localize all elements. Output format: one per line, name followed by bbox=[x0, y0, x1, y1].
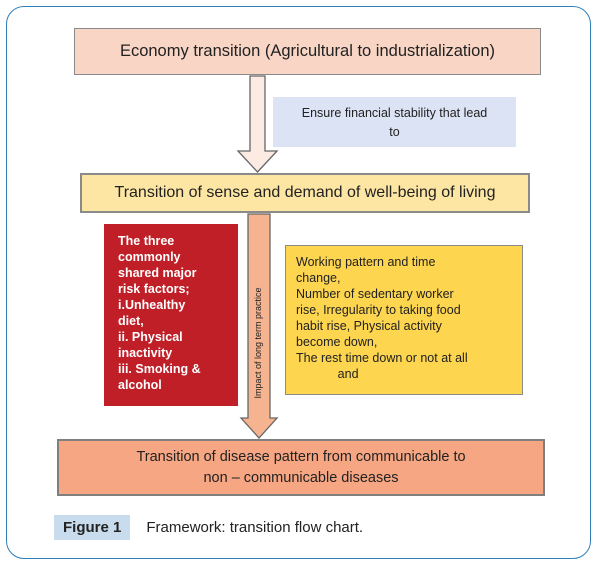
working-line: The rest time down or not at all bbox=[296, 351, 468, 365]
arrow-label-text: Impact of long term practice bbox=[253, 287, 263, 399]
note-line: Ensure financial stability that lead bbox=[301, 106, 488, 120]
wellbeing-transition-text: Transition of sense and demand of well-b… bbox=[114, 184, 496, 201]
risk-line: The three bbox=[118, 234, 175, 248]
economy-transition-text: Economy transition (Agricultural to indu… bbox=[119, 42, 496, 60]
risk-line: alcohol bbox=[118, 378, 162, 392]
risk-line: shared major bbox=[118, 266, 197, 280]
economy-transition-box: Economy transition (Agricultural to indu… bbox=[74, 28, 541, 75]
risk-factors-box: The three commonly shared major risk fac… bbox=[104, 224, 238, 406]
financial-stability-note: Ensure financial stability that lead to bbox=[273, 97, 516, 147]
working-line: Number of sedentary worker bbox=[296, 287, 454, 301]
risk-line: commonly bbox=[118, 250, 181, 264]
figure-frame bbox=[6, 6, 591, 559]
risk-line: iii. Smoking & bbox=[118, 362, 201, 376]
working-line: rise, Irregularity to taking food bbox=[296, 303, 461, 317]
working-pattern-box: Working pattern and time change, Number … bbox=[285, 245, 523, 395]
risk-line: diet, bbox=[118, 314, 144, 328]
note-line: to bbox=[389, 125, 400, 139]
working-line: Working pattern and time bbox=[296, 255, 436, 269]
figure-caption-text: Framework: transition flow chart. bbox=[146, 518, 364, 536]
arrow-economy-to-wellbeing bbox=[236, 75, 279, 173]
disease-line: Transition of disease pattern from commu… bbox=[136, 448, 466, 465]
working-line: habit rise, Physical activity bbox=[296, 319, 442, 333]
risk-line: ii. Physical bbox=[118, 330, 183, 344]
working-line: become down, bbox=[296, 335, 378, 349]
figure-caption: Figure 1 Framework: transition flow char… bbox=[54, 512, 363, 542]
risk-line: i.Unhealthy bbox=[118, 298, 186, 312]
risk-line: inactivity bbox=[118, 346, 173, 360]
risk-line: risk factors; bbox=[118, 282, 190, 296]
wellbeing-transition-box: Transition of sense and demand of well-b… bbox=[80, 173, 530, 213]
working-line: change, bbox=[296, 271, 341, 285]
disease-transition-text: Transition of disease pattern from commu… bbox=[136, 447, 465, 489]
figure-label: Figure 1 bbox=[54, 514, 131, 540]
working-line: and bbox=[296, 367, 359, 381]
disease-transition-box: Transition of disease pattern from commu… bbox=[57, 439, 545, 496]
disease-line: non – communicable diseases bbox=[203, 469, 399, 486]
arrow-wellbeing-to-disease bbox=[239, 213, 279, 439]
